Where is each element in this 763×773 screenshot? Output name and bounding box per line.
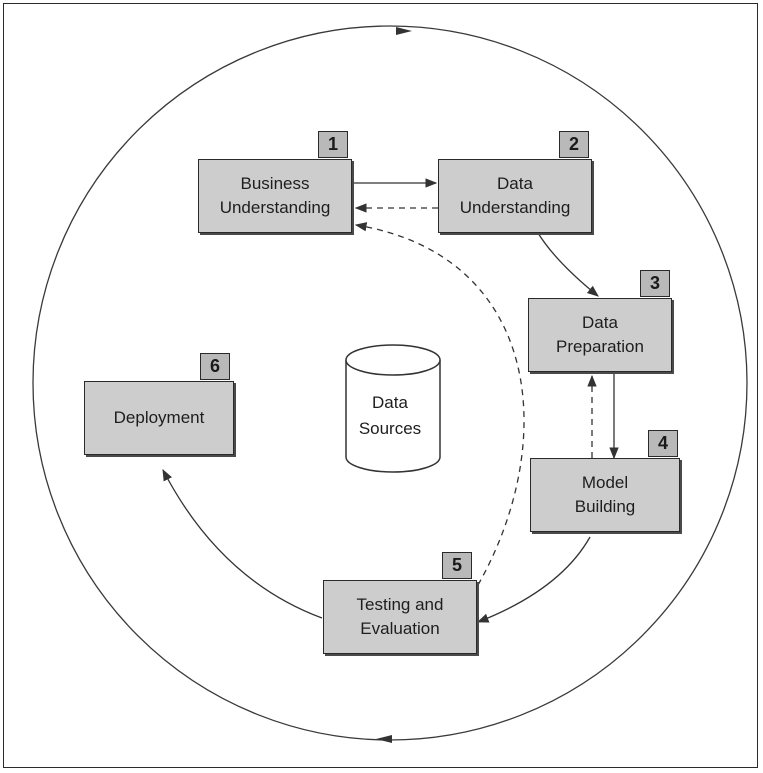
step-number-badge: 6 bbox=[200, 353, 230, 380]
step-data-preparation: Data Preparation bbox=[528, 298, 672, 372]
step-label: Deployment bbox=[113, 408, 205, 427]
step-number-badge: 4 bbox=[648, 430, 678, 457]
arrow-testing-to-deployment bbox=[162, 468, 323, 619]
step-label: Data Preparation bbox=[556, 313, 644, 356]
step-model-building: Model Building bbox=[530, 458, 680, 532]
data-sources-cylinder bbox=[345, 344, 441, 473]
step-number-badge: 5 bbox=[442, 552, 472, 579]
step-label: Model Building bbox=[574, 473, 636, 516]
step-number-badge: 1 bbox=[318, 131, 348, 158]
step-testing-and-evaluation: Testing and Evaluation bbox=[323, 580, 477, 654]
step-number-badge: 3 bbox=[640, 270, 670, 297]
step-business-understanding: Business Understanding bbox=[198, 159, 352, 233]
step-label: Business Understanding bbox=[219, 174, 331, 217]
arrow-testing-to-business bbox=[354, 222, 525, 586]
data-sources-label: Data Sources bbox=[358, 393, 422, 438]
arrow-model-to-testing bbox=[476, 536, 591, 623]
step-label: Data Understanding bbox=[459, 174, 571, 217]
outer-cycle-arrow-top bbox=[396, 27, 412, 35]
outer-cycle-arrow-bottom bbox=[376, 735, 392, 743]
step-number-badge: 2 bbox=[559, 131, 589, 158]
step-label: Testing and Evaluation bbox=[356, 595, 444, 638]
arrow-data-understanding-to-preparation bbox=[537, 232, 599, 297]
step-data-understanding: Data Understanding bbox=[438, 159, 592, 233]
step-deployment: Deployment bbox=[84, 381, 234, 455]
